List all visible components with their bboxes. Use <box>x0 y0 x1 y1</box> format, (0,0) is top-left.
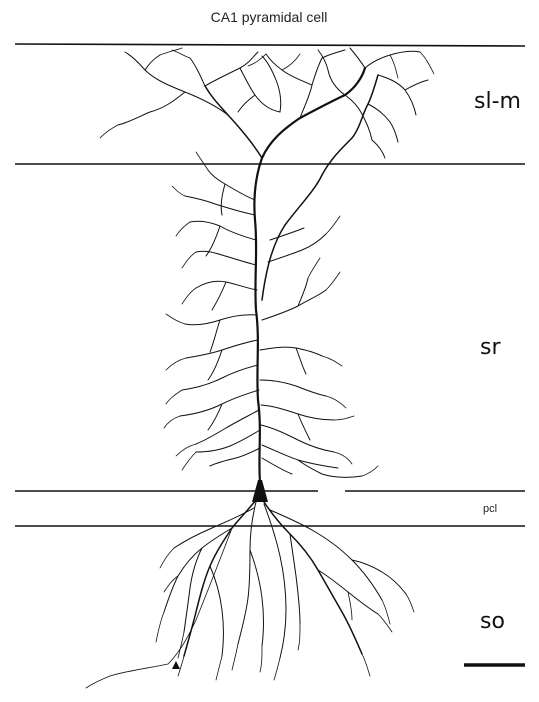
axon <box>86 528 232 688</box>
layer-label-pcl: pcl <box>483 503 497 515</box>
pyramidal-neuron <box>86 48 434 688</box>
apical-branch-left <box>205 86 262 158</box>
oblique-dendrites-right <box>260 216 378 477</box>
tuft-dendrites <box>100 48 434 158</box>
apical-branch-right <box>262 75 378 300</box>
top-boundary-line <box>15 44 525 46</box>
layer-label-so: so <box>480 609 505 634</box>
layer-label-sr: sr <box>480 335 501 360</box>
oblique-dendrites-left <box>164 152 260 470</box>
layer-label-slm: sl-m <box>474 89 521 114</box>
axon-marker <box>172 661 180 669</box>
figure-title: CA1 pyramidal cell <box>211 9 328 25</box>
basal-dendrites <box>156 500 414 680</box>
